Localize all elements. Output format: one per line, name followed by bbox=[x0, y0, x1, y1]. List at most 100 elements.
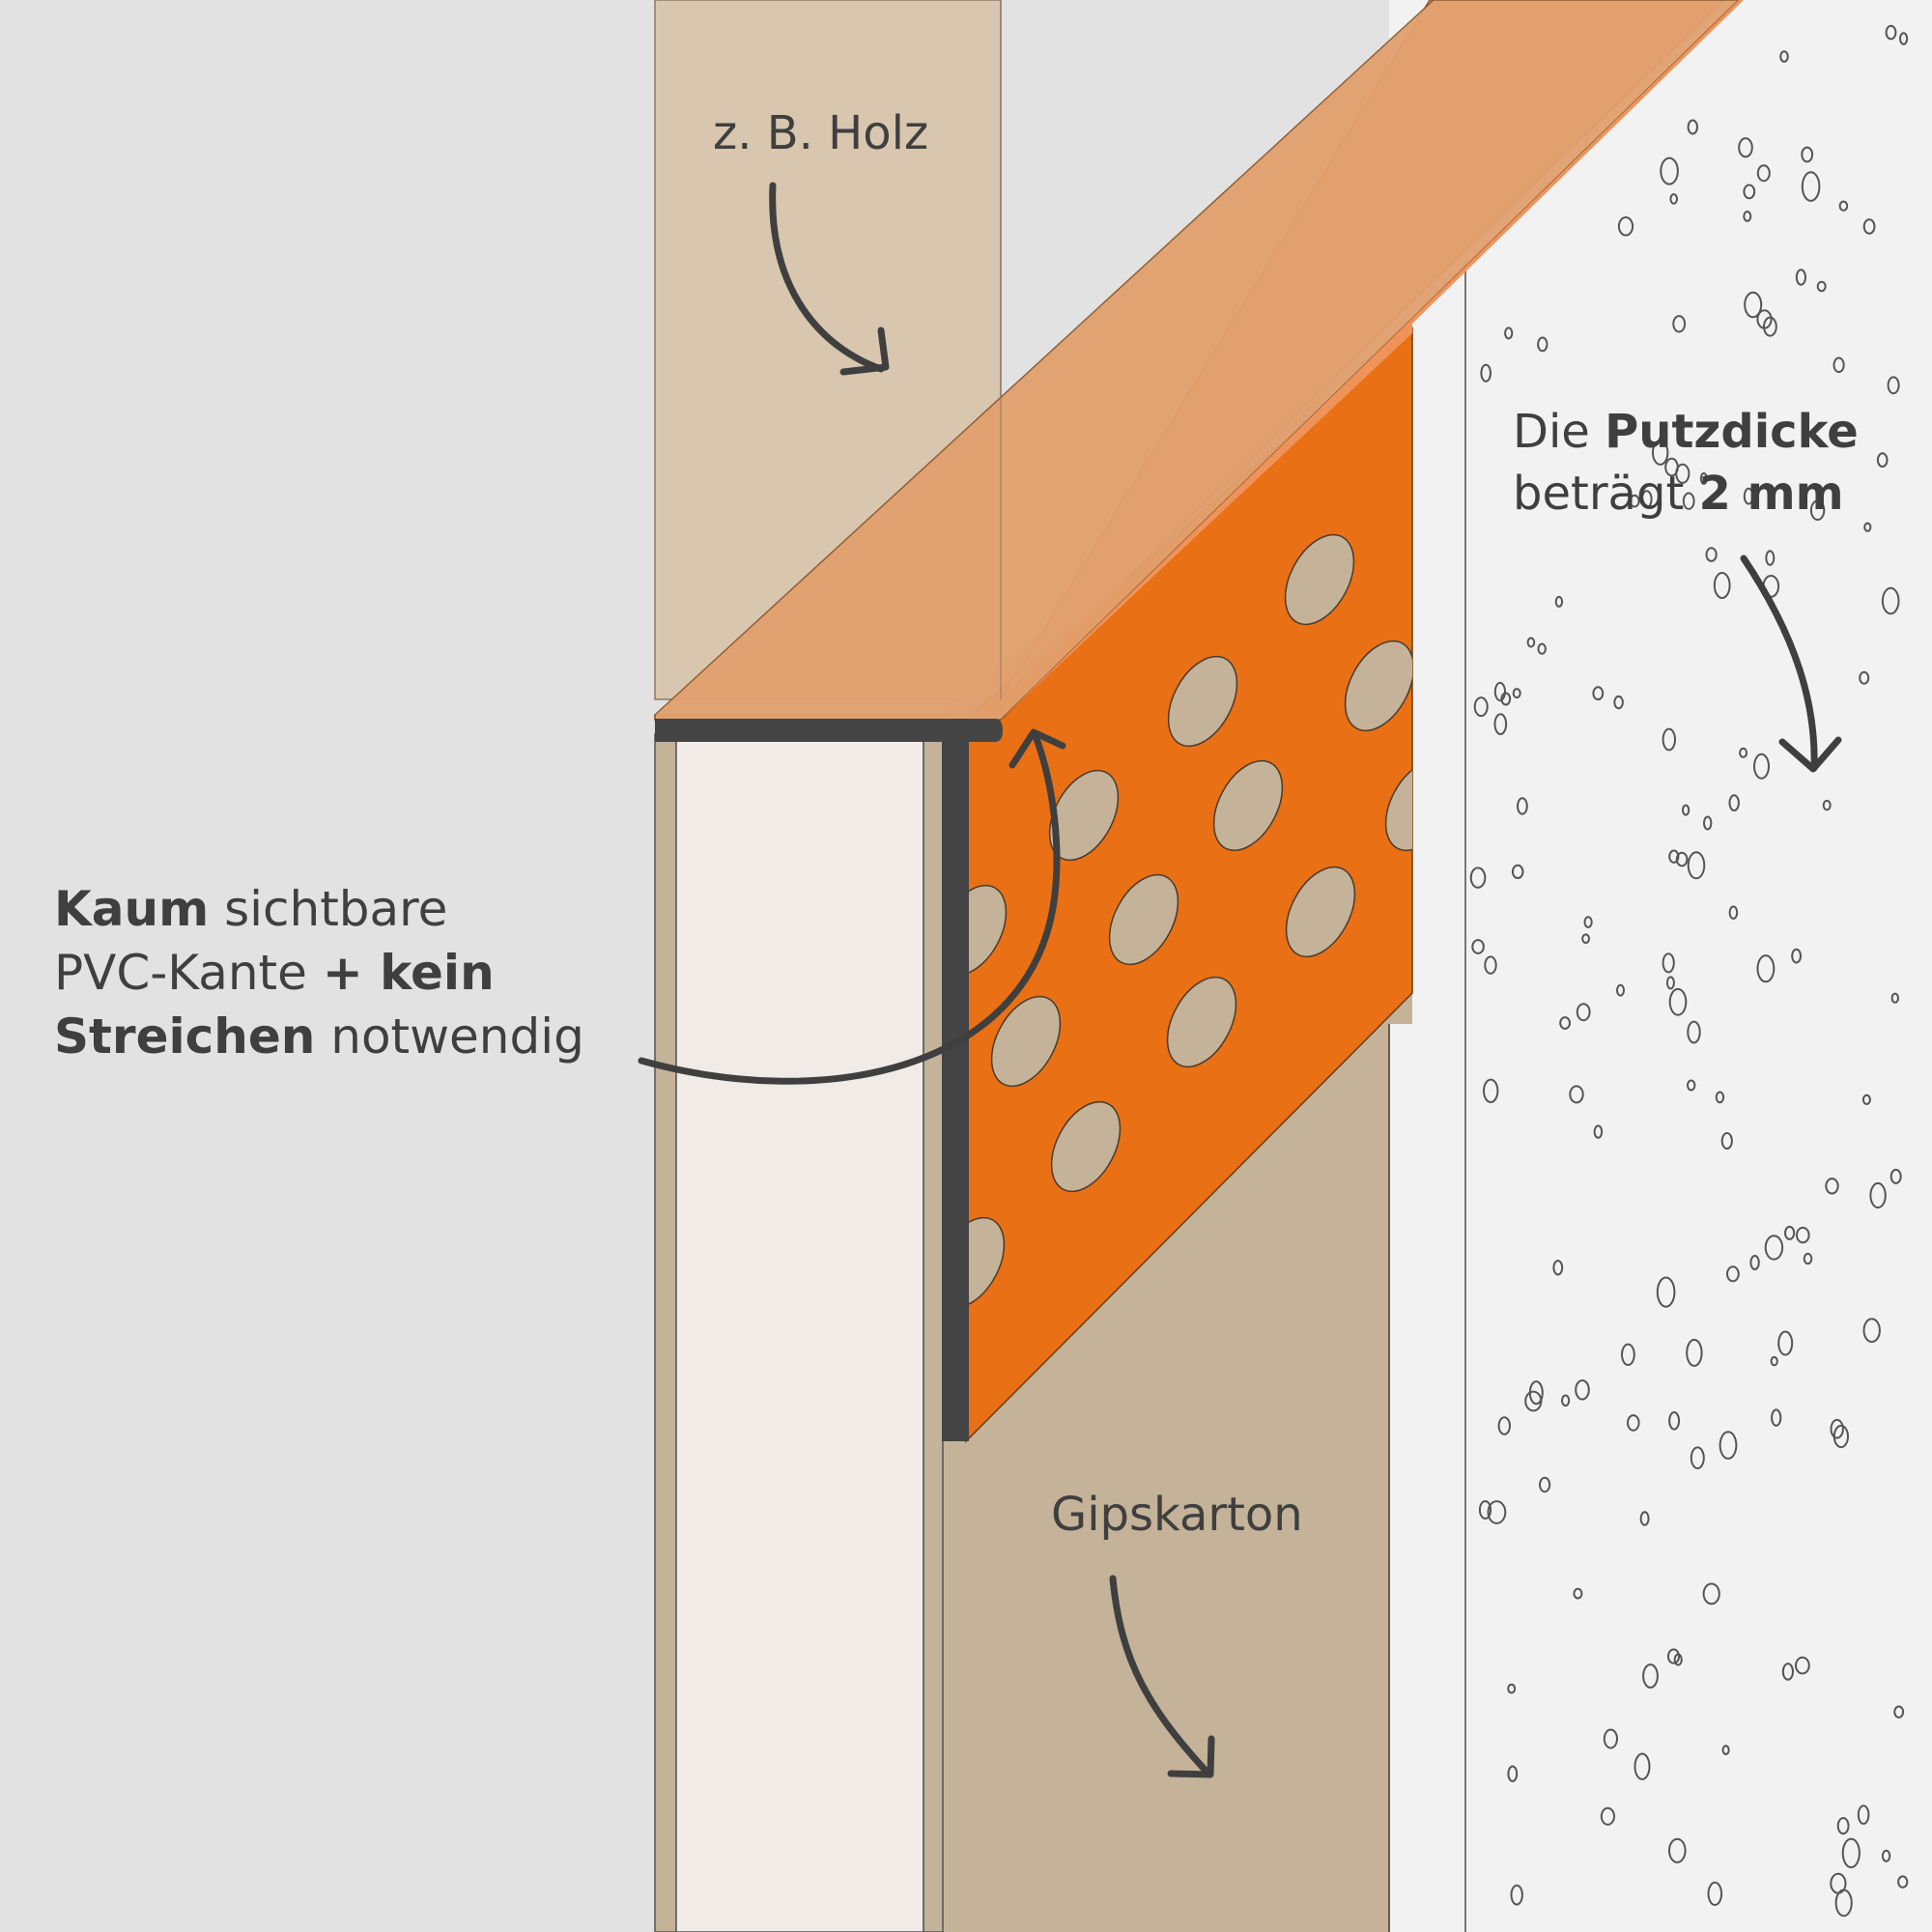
plaster-dot bbox=[1662, 727, 1677, 752]
plaster-dot bbox=[1469, 867, 1487, 889]
plaster-dot bbox=[1569, 1085, 1584, 1104]
arrow-head-icon bbox=[839, 327, 890, 376]
plaster-dot bbox=[1673, 1653, 1683, 1666]
plaster-dot bbox=[1480, 363, 1492, 383]
mesh-hole bbox=[966, 1216, 1006, 1309]
plaster-dot bbox=[1765, 550, 1776, 566]
plaster-dot bbox=[1507, 1765, 1519, 1782]
plaster-dot bbox=[1613, 695, 1624, 710]
orange-flange-edge bbox=[1001, 0, 1744, 720]
plaster-dot bbox=[1830, 1872, 1847, 1894]
plaster-dot bbox=[1795, 269, 1807, 286]
plaster-dot bbox=[1666, 1648, 1681, 1664]
mesh-hole bbox=[1285, 866, 1356, 958]
plaster-dot bbox=[1669, 193, 1678, 205]
plaster-wall bbox=[1389, 0, 1932, 1932]
plaster-dot bbox=[1728, 905, 1739, 921]
plaster-dot bbox=[1738, 137, 1753, 158]
plaster-dot bbox=[1876, 452, 1889, 469]
mesh-hole bbox=[1212, 759, 1284, 852]
plaster-dot bbox=[1668, 849, 1680, 864]
arrow-head-icon bbox=[1167, 1735, 1215, 1778]
plaster-dot bbox=[1763, 316, 1777, 337]
plaster-dot bbox=[1833, 356, 1845, 374]
plaster-dot bbox=[1484, 955, 1497, 975]
plaster-dot bbox=[1863, 522, 1872, 532]
label-plaster-line-2: beträgt 2 mm bbox=[1513, 463, 1859, 525]
plaster-dot bbox=[1822, 799, 1832, 811]
plaster-dot bbox=[1682, 804, 1690, 816]
plaster-dot bbox=[1668, 987, 1688, 1016]
plaster-dot bbox=[1770, 1355, 1778, 1367]
plaster-dot bbox=[1559, 1016, 1571, 1030]
plaster-dot bbox=[1690, 1446, 1705, 1469]
plaster-dot bbox=[1699, 472, 1708, 485]
plaster-dot bbox=[1616, 983, 1625, 997]
plaster-dot bbox=[1526, 637, 1536, 648]
plaster-dot bbox=[1825, 1178, 1839, 1195]
mesh-hole bbox=[1048, 769, 1120, 862]
plaster-dot bbox=[1600, 1806, 1616, 1826]
plaster-dot bbox=[1554, 595, 1564, 608]
plaster-dot bbox=[1642, 1663, 1659, 1689]
board-face bbox=[675, 733, 924, 1932]
plaster-dot bbox=[1668, 1837, 1687, 1863]
mesh-hole bbox=[1284, 533, 1355, 626]
curved-arrow-icon bbox=[769, 182, 885, 373]
mesh-hole bbox=[1167, 655, 1238, 748]
curved-arrow-icon bbox=[638, 732, 1061, 1085]
plaster-dot bbox=[1561, 1394, 1571, 1407]
plaster-dot bbox=[1660, 156, 1679, 185]
pvc-edge bbox=[655, 719, 1003, 1441]
plaster-dot bbox=[1861, 1094, 1871, 1106]
plaster-dot bbox=[1517, 797, 1528, 815]
plaster-dot bbox=[1493, 681, 1507, 702]
plaster-dot bbox=[1739, 747, 1748, 758]
plaster-dot bbox=[1539, 1476, 1551, 1493]
plaster-dot bbox=[1593, 1124, 1604, 1139]
plaster-dot bbox=[1743, 487, 1754, 505]
plaster-dot bbox=[1720, 1132, 1733, 1150]
plaster-dot bbox=[1784, 1225, 1796, 1240]
label-edge-line-1: Kaum sichtbare bbox=[54, 877, 584, 941]
plaster-dot bbox=[1682, 492, 1695, 510]
plaster-dot bbox=[1583, 916, 1593, 928]
plaster-dot bbox=[1702, 1582, 1720, 1605]
plaster-dot bbox=[1726, 1265, 1740, 1283]
mesh-hole bbox=[1108, 873, 1179, 966]
label-edge-line-3: Streichen notwendig bbox=[54, 1005, 584, 1068]
plaster-dot bbox=[1507, 1683, 1517, 1694]
plaster-dot bbox=[1656, 1276, 1676, 1308]
plaster-dot bbox=[1744, 291, 1763, 319]
plaster-dot bbox=[1862, 1318, 1881, 1344]
plaster-dot bbox=[1629, 494, 1640, 508]
plaster-dot bbox=[1603, 1728, 1619, 1749]
plaster-dot bbox=[1862, 218, 1876, 235]
plaster-dot bbox=[1483, 1078, 1499, 1104]
label-text-bold: Streichen bbox=[54, 1009, 316, 1065]
plaster-dot bbox=[1801, 146, 1814, 163]
plaster-dot bbox=[1552, 1260, 1564, 1276]
plaster-dot bbox=[1575, 1379, 1590, 1401]
label-wood: z. B. Holz bbox=[713, 106, 929, 160]
plaster-dot bbox=[1621, 1343, 1635, 1367]
plaster-dot bbox=[1756, 309, 1773, 329]
background-wall bbox=[0, 0, 655, 1932]
plaster-dot bbox=[1705, 547, 1718, 562]
plaster-dot bbox=[1749, 1255, 1760, 1270]
plaster-dot bbox=[1801, 171, 1821, 202]
plaster-dot bbox=[1665, 976, 1675, 990]
plaster-dot bbox=[1795, 1656, 1810, 1675]
plaster-dot bbox=[1753, 753, 1770, 780]
curved-arrow-icon bbox=[1740, 554, 1818, 772]
mesh-hole bbox=[1050, 1100, 1122, 1193]
arrow-head-icon bbox=[1778, 736, 1842, 773]
plaster-dot bbox=[1743, 211, 1752, 222]
plaster-dot bbox=[1881, 1849, 1891, 1862]
plaster-dot bbox=[1756, 954, 1776, 983]
plaster-dot bbox=[1838, 200, 1849, 212]
plaster-dot bbox=[1756, 164, 1771, 183]
plaster-dot bbox=[1573, 1587, 1583, 1600]
